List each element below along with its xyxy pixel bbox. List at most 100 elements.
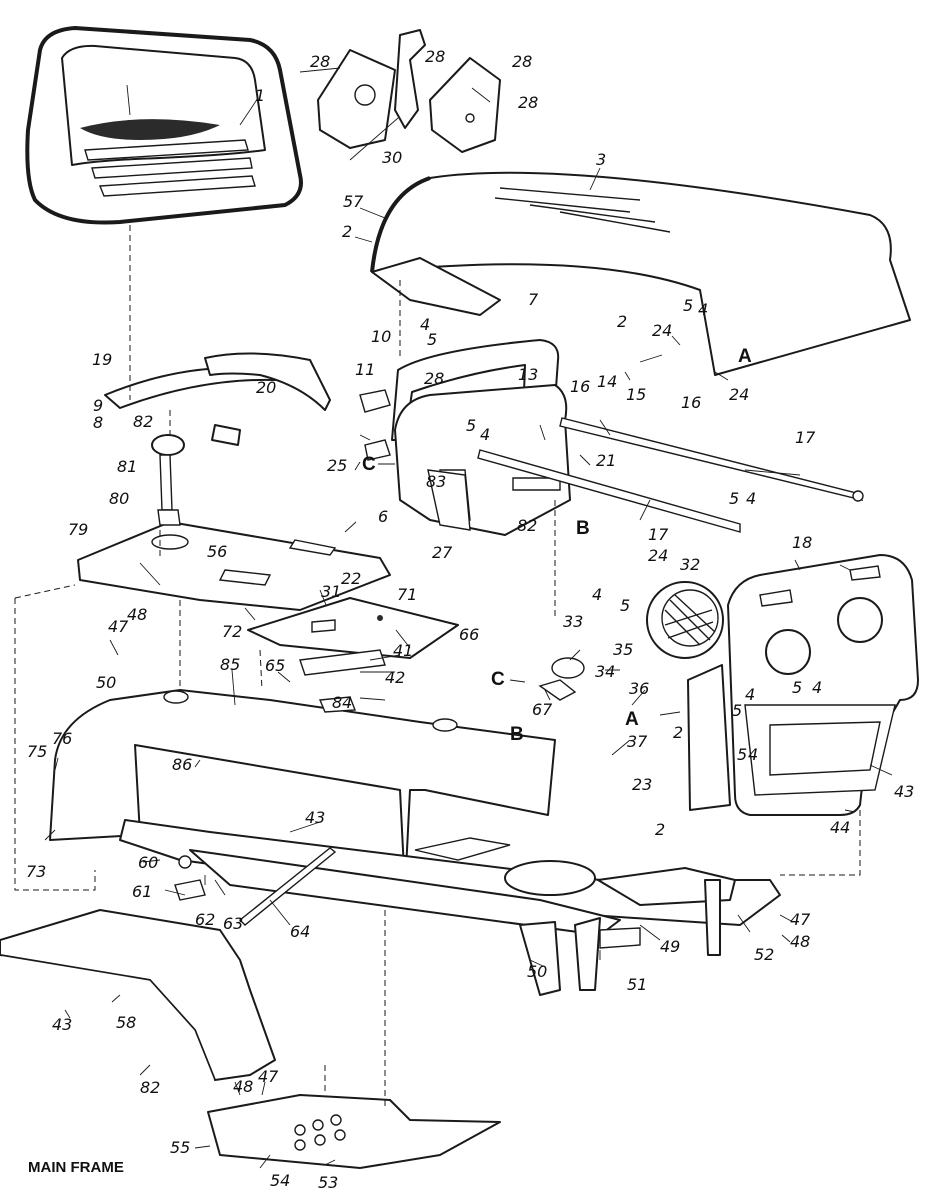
marker-c-top: C xyxy=(362,454,376,475)
callout-14: 14 xyxy=(597,372,617,391)
callout-62: 62 xyxy=(195,910,215,929)
marker-a-bottom: A xyxy=(625,709,639,730)
callout-51: 51 xyxy=(627,975,647,994)
callout-5-c: 5 xyxy=(466,416,476,435)
callout-84: 84 xyxy=(332,693,352,712)
callout-24-b: 24 xyxy=(729,385,749,404)
callout-37: 37 xyxy=(627,732,648,751)
callout-24-c: 24 xyxy=(648,546,668,565)
callout-55: 55 xyxy=(170,1138,190,1157)
callout-28-e: 28 xyxy=(424,369,444,388)
callout-47-a: 47 xyxy=(108,617,129,636)
callout-43-c: 43 xyxy=(52,1015,72,1034)
callout-15: 15 xyxy=(626,385,646,404)
callout-42: 42 xyxy=(385,668,405,687)
dashboard-panel-drawing xyxy=(394,384,571,536)
callout-27: 27 xyxy=(432,543,453,562)
callout-86: 86 xyxy=(172,755,192,774)
callout-4-h: 4 xyxy=(748,745,758,764)
callout-22: 22 xyxy=(341,569,361,588)
console-support-drawing xyxy=(427,469,471,531)
alignment-lines xyxy=(14,225,861,1110)
strap-drawing xyxy=(104,352,331,446)
callout-82-c: 82 xyxy=(140,1078,160,1097)
callout-5-a: 5 xyxy=(427,330,437,349)
part-drawings xyxy=(0,26,919,1169)
callout-82-a: 82 xyxy=(133,412,153,431)
callout-4-c: 4 xyxy=(480,425,490,444)
callout-30: 30 xyxy=(382,148,402,167)
callout-4-d: 4 xyxy=(746,489,756,508)
callout-50-b: 50 xyxy=(527,962,547,981)
callout-1: 1 xyxy=(255,86,265,105)
side-panel-drawing xyxy=(687,664,731,811)
callout-60: 60 xyxy=(138,853,158,872)
callout-4-b: 4 xyxy=(698,300,708,319)
callout-17-a: 17 xyxy=(795,428,816,447)
callout-2-a: 2 xyxy=(342,222,352,241)
callout-6: 6 xyxy=(378,507,388,526)
callout-44: 44 xyxy=(830,818,850,837)
callout-28-b: 28 xyxy=(425,47,445,66)
callout-33: 33 xyxy=(563,612,583,631)
callout-49: 49 xyxy=(660,937,680,956)
callout-17-b: 17 xyxy=(648,525,669,544)
callout-83: 83 xyxy=(426,472,446,491)
callout-35: 35 xyxy=(613,640,633,659)
callout-61: 61 xyxy=(132,882,152,901)
headlight-drawing xyxy=(646,581,724,659)
callout-18: 18 xyxy=(792,533,812,552)
connection-letters: A A B B C C xyxy=(362,346,752,745)
callout-9: 9 xyxy=(93,396,103,415)
leader-lines xyxy=(44,67,893,1169)
callout-47-c: 47 xyxy=(258,1067,279,1086)
callout-66: 66 xyxy=(459,625,479,644)
callout-72: 72 xyxy=(222,622,242,641)
callout-labels: 1 2 2 2 2 3 4 4 4 4 4 4 4 4 5 5 5 5 5 5 … xyxy=(26,47,914,1192)
callout-82-b: 82 xyxy=(517,516,537,535)
rods-drawing xyxy=(477,417,864,533)
callout-28-c: 28 xyxy=(512,52,532,71)
callout-13: 13 xyxy=(518,365,538,384)
callout-20: 20 xyxy=(256,378,276,397)
callout-48-a: 48 xyxy=(127,605,147,624)
marker-b-top: B xyxy=(576,518,590,539)
callout-10: 10 xyxy=(371,327,391,346)
hardware-drawing xyxy=(174,389,585,926)
callout-32: 32 xyxy=(680,555,700,574)
footrest-drawing xyxy=(207,1094,501,1169)
fuel-cap-drawing xyxy=(151,434,185,526)
callout-2-d: 2 xyxy=(655,820,665,839)
marker-a-top: A xyxy=(738,346,752,367)
callout-64: 64 xyxy=(290,922,310,941)
callout-81: 81 xyxy=(117,457,137,476)
callout-56: 56 xyxy=(207,542,227,561)
callout-65: 65 xyxy=(265,656,285,675)
marker-c-bottom: C xyxy=(491,669,505,690)
callout-54: 54 xyxy=(270,1171,290,1190)
callout-25: 25 xyxy=(327,456,347,475)
callout-23: 23 xyxy=(632,775,652,794)
callout-43-b: 43 xyxy=(894,782,914,801)
hood-drawing xyxy=(370,171,911,376)
callout-58: 58 xyxy=(116,1013,136,1032)
callout-16-b: 16 xyxy=(681,393,701,412)
callout-28-a: 28 xyxy=(310,52,330,71)
callout-2-c: 2 xyxy=(673,723,683,742)
callout-24-a: 24 xyxy=(652,321,672,340)
callout-48-b: 48 xyxy=(790,932,810,951)
callout-85: 85 xyxy=(220,655,240,674)
callout-11: 11 xyxy=(355,360,375,379)
dash-support-drawing xyxy=(391,339,560,501)
callout-16-a: 16 xyxy=(570,377,590,396)
callout-53: 53 xyxy=(318,1173,338,1192)
callout-5-e: 5 xyxy=(620,596,630,615)
callout-31: 31 xyxy=(321,582,341,601)
callout-7: 7 xyxy=(528,290,539,309)
callout-79: 79 xyxy=(68,520,88,539)
callout-5-h: 5 xyxy=(737,745,747,764)
callout-36: 36 xyxy=(629,679,649,698)
callout-47-b: 47 xyxy=(790,910,811,929)
callout-75: 75 xyxy=(27,742,47,761)
